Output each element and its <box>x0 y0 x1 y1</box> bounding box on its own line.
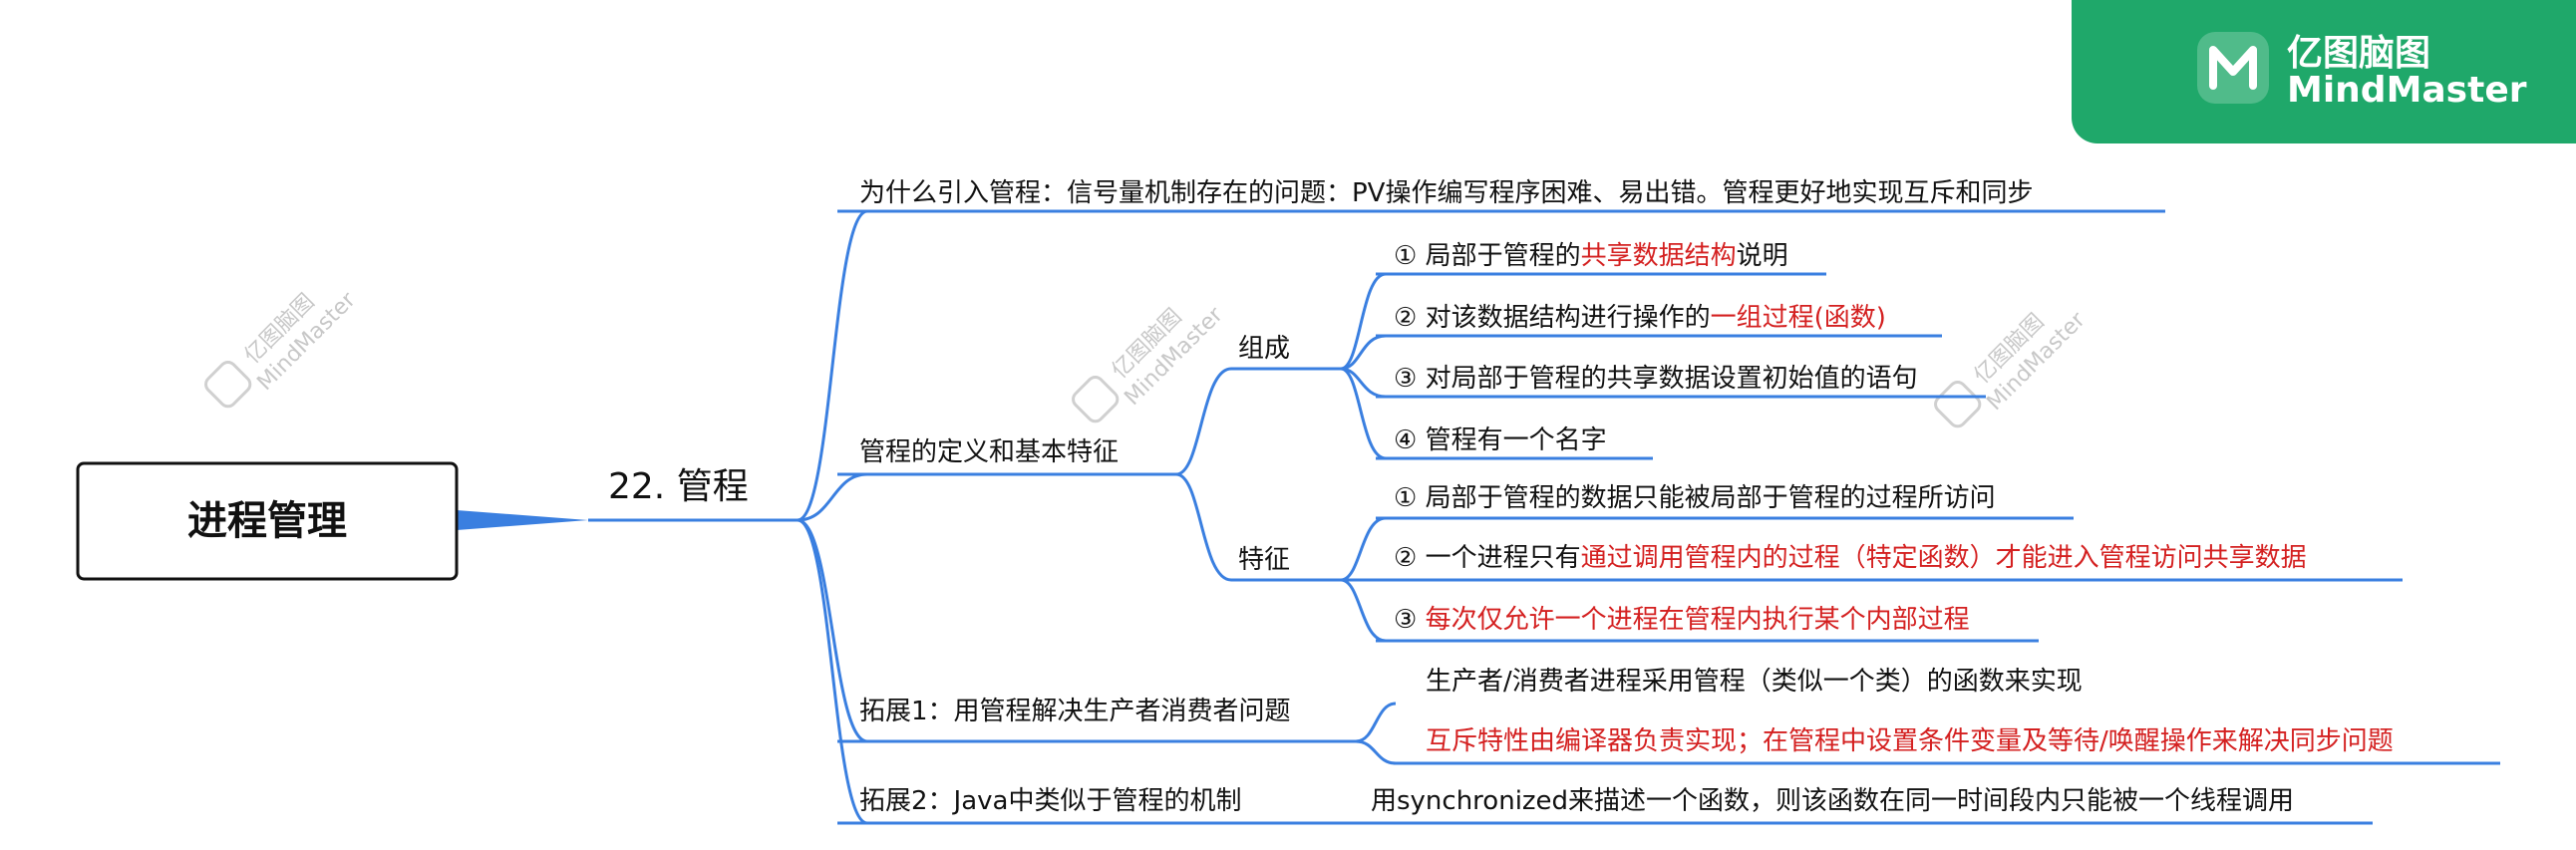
why-label: 为什么引入管程：信号量机制存在的问题：PV操作编写程序困难、易出错。管程更好地实… <box>859 178 2033 208</box>
definition-label: 管程的定义和基本特征 <box>859 437 1119 467</box>
svg-text:④ 管程有一个名字: ④ 管程有一个名字 <box>1394 425 1607 455</box>
mindmaster-logo-badge: 亿图脑图 MindMaster <box>2072 0 2576 143</box>
composition-item-3[interactable]: ③ 对局部于管程的共享数据设置初始值的语句 <box>1376 364 1986 399</box>
logo-text-cn: 亿图脑图 <box>2287 33 2431 74</box>
branch-ext2[interactable]: 拓展2：Java中类似于管程的机制 <box>837 786 2373 825</box>
ext1-item-2[interactable]: 互斥特性由编译器负责实现；在管程中设置条件变量及等待/唤醒操作来解决同步问题 <box>1396 726 2500 765</box>
svg-text:③ 每次仅允许一个进程在管程内执行某个内部过程: ③ 每次仅允许一个进程在管程内执行某个内部过程 <box>1394 605 1970 635</box>
svg-text:用synchronized来描述一个函数，则该函数在同一时间: 用synchronized来描述一个函数，则该函数在同一时间段内只能被一个线程调… <box>1371 786 2294 816</box>
composition-item-1[interactable]: ① 局部于管程的共享数据结构说明 <box>1376 241 1826 276</box>
composition-label: 组成 <box>1238 334 1290 364</box>
svg-text:生产者/消费者进程采用管程（类似一个类）的函数来实现: 生产者/消费者进程采用管程（类似一个类）的函数来实现 <box>1426 667 2083 697</box>
logo-text-en: MindMaster <box>2287 70 2527 111</box>
svg-text:① 局部于管程的数据只能被局部于管程的过程所访问: ① 局部于管程的数据只能被局部于管程的过程所访问 <box>1394 483 1996 513</box>
ext2-item-1[interactable]: 用synchronized来描述一个函数，则该函数在同一时间段内只能被一个线程调… <box>1371 786 2294 816</box>
root-label: 进程管理 <box>187 498 347 544</box>
svg-text:② 一个进程只有通过调用管程内的过程（特定函数）才能进入管程: ② 一个进程只有通过调用管程内的过程（特定函数）才能进入管程访问共享数据 <box>1394 543 2307 573</box>
composition-item-2[interactable]: ② 对该数据结构进行操作的一组过程(函数) <box>1376 303 1942 338</box>
features-item-1[interactable]: ① 局部于管程的数据只能被局部于管程的过程所访问 <box>1376 483 2074 520</box>
watermark-3: 亿图脑图 MindMaster <box>1934 307 2091 428</box>
topic-node[interactable]: 22. 管程 <box>588 466 798 522</box>
features-item-3[interactable]: ③ 每次仅允许一个进程在管程内执行某个内部过程 <box>1376 605 2039 643</box>
svg-text:② 对该数据结构进行操作的一组过程(函数): ② 对该数据结构进行操作的一组过程(函数) <box>1394 303 1886 333</box>
features-label: 特征 <box>1238 545 1290 575</box>
ext1-branches <box>1355 702 1397 765</box>
svg-text:③ 对局部于管程的共享数据设置初始值的语句: ③ 对局部于管程的共享数据设置初始值的语句 <box>1394 364 1918 394</box>
features-item-2[interactable]: ② 一个进程只有通过调用管程内的过程（特定函数）才能进入管程访问共享数据 <box>1376 543 2403 582</box>
features-node[interactable]: 特征 <box>1231 545 1341 582</box>
root-connector <box>457 510 588 530</box>
composition-node[interactable]: 组成 <box>1231 334 1341 371</box>
root-node[interactable]: 进程管理 <box>76 461 459 581</box>
branch-definition[interactable]: 管程的定义和基本特征 <box>837 437 1176 476</box>
ext1-label: 拓展1：用管程解决生产者消费者问题 <box>859 697 1291 726</box>
svg-text:① 局部于管程的共享数据结构说明: ① 局部于管程的共享数据结构说明 <box>1394 241 1788 271</box>
ext2-label: 拓展2：Java中类似于管程的机制 <box>859 786 1241 816</box>
watermark-1: 亿图脑图 MindMaster <box>204 287 361 409</box>
composition-branches <box>1340 272 1387 460</box>
branch-ext1[interactable]: 拓展1：用管程解决生产者消费者问题 <box>837 697 1356 743</box>
mindmaster-logo-icon <box>2197 32 2269 104</box>
composition-item-4[interactable]: ④ 管程有一个名字 <box>1376 425 1653 460</box>
definition-branches <box>1175 367 1232 582</box>
ext1-item-1[interactable]: 生产者/消费者进程采用管程（类似一个类）的函数来实现 <box>1426 667 2083 697</box>
topic-branches <box>797 209 868 825</box>
svg-text:互斥特性由编译器负责实现；在管程中设置条件变量及等待/唤醒操: 互斥特性由编译器负责实现；在管程中设置条件变量及等待/唤醒操作来解决同步问题 <box>1426 726 2394 756</box>
topic-label: 22. 管程 <box>608 466 749 507</box>
branch-why[interactable]: 为什么引入管程：信号量机制存在的问题：PV操作编写程序困难、易出错。管程更好地实… <box>837 178 2165 213</box>
